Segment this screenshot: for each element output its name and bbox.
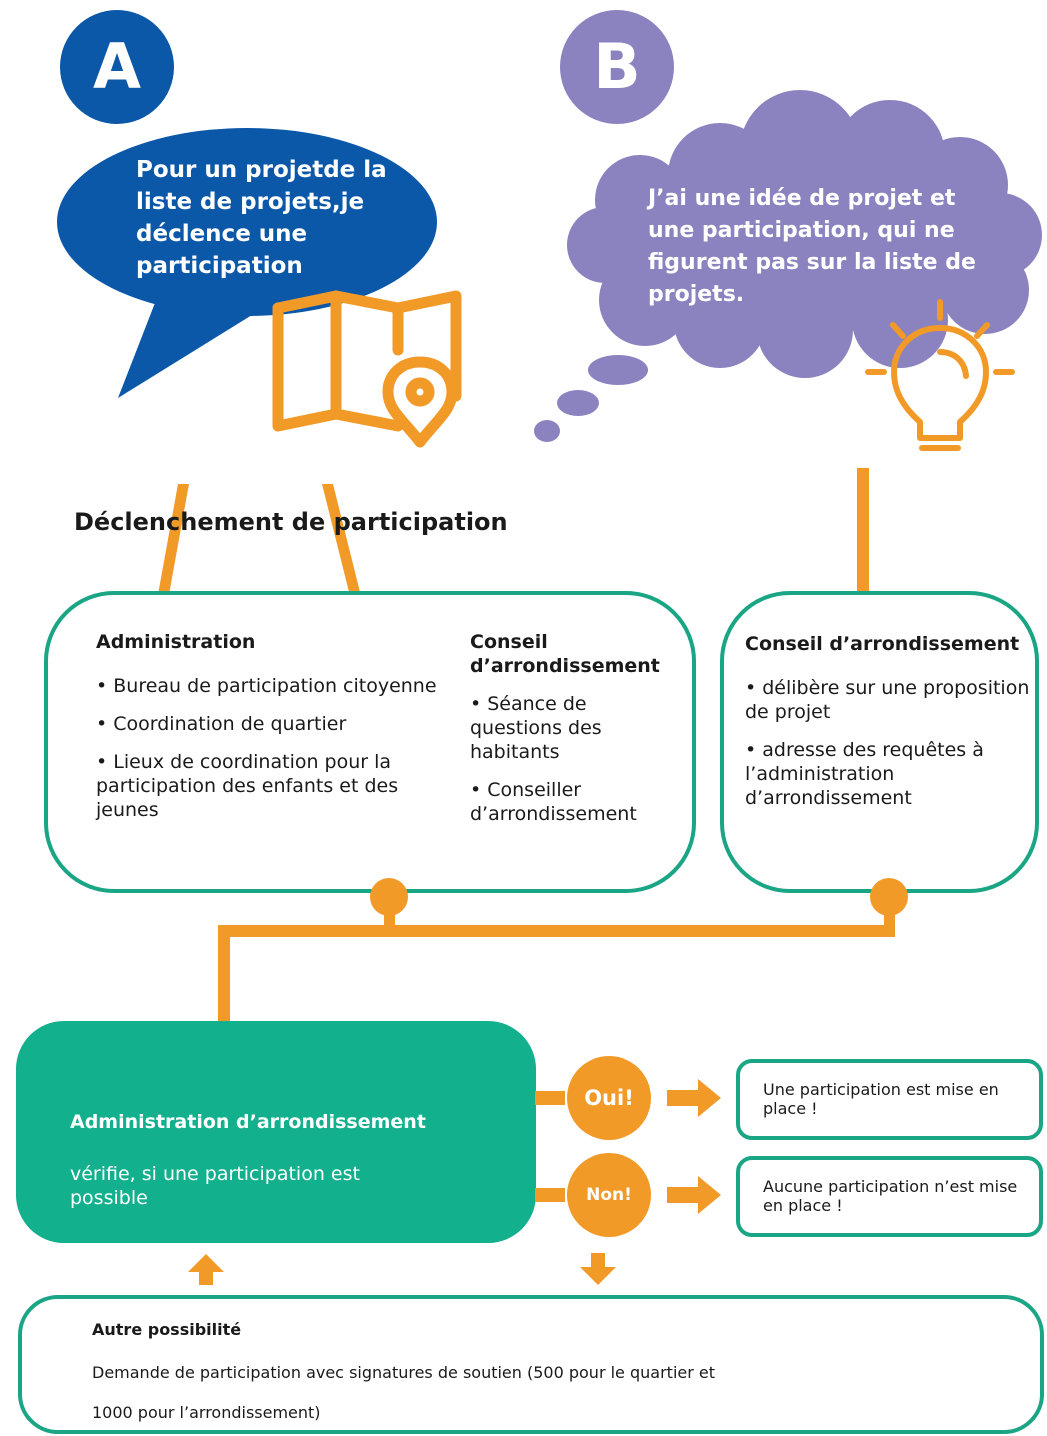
no-result-border [736,1156,1043,1237]
no-label: Non! [586,1185,632,1205]
right-card-list: délibère sur une proposition de projet a… [745,676,1035,810]
thought-cloud-b [534,90,1042,442]
other-possibility-title: Autre possibilité [92,1320,242,1339]
bubble-a-text: Pour un projetde la liste de projets,je … [136,157,387,279]
right-card-content: Conseil d’arrondissement délibère sur un… [745,632,1035,824]
administration-title: Administration [96,631,256,653]
no-result-text: Aucune participation n’est mise en place… [763,1177,1018,1215]
council-column: Conseil d’arrondissement Séance de quest… [470,630,680,840]
trigger-title: Déclenchement de participation [74,508,508,536]
speech-bubble-a [57,128,437,398]
list-item: Bureau de participation citoyenne [96,674,446,698]
council-title: Conseil d’arrondissement [470,631,660,677]
bubble-b-text: J’ai une idée de projet et une participa… [648,186,976,307]
map-icon [272,290,462,448]
other-box-border [18,1295,1044,1434]
yes-result-border [736,1059,1043,1140]
right-card-title: Conseil d’arrondissement [745,633,1020,655]
badge-b-circle [560,10,674,124]
yes-result-text: Une participation est mise en place ! [763,1080,999,1118]
bottom-arrows [188,1253,616,1285]
badge-a-circle [60,10,174,124]
admin-box-title: Administration d’arrondissement [70,1111,426,1133]
badge-b: B [593,30,641,103]
list-item: Lieux de coordination pour la participat… [96,750,446,822]
administration-list: Bureau de participation citoyenne Coordi… [96,674,446,822]
other-possibility-line2: 1000 pour l’arrondissement) [92,1403,321,1422]
light-bulb-icon [865,299,1015,451]
badge-a: A [93,30,141,103]
list-item: adresse des requêtes à l’administration … [745,738,1035,810]
list-item: Conseiller d’arrondissement [470,778,680,826]
admin-box-bg [16,1021,536,1243]
admin-box-text: vérifie, si une participation est possib… [70,1163,360,1209]
yes-label: Oui! [584,1086,634,1110]
decision-connectors [535,1056,721,1237]
council-list: Séance de questions des habitants Consei… [470,692,680,826]
list-item: Séance de questions des habitants [470,692,680,764]
list-item: Coordination de quartier [96,712,446,736]
list-item: délibère sur une proposition de projet [745,676,1035,724]
administration-column: Administration Bureau de participation c… [96,630,446,836]
other-possibility-line1: Demande de participation avec signatures… [92,1363,716,1382]
